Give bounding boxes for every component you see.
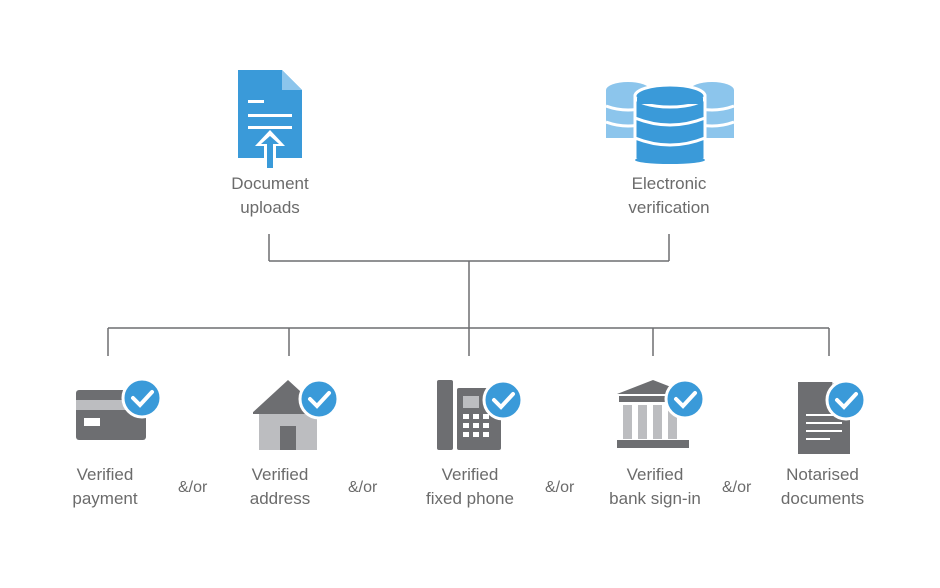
verified-fixed-phone-line2: fixed phone <box>426 489 514 508</box>
verified-bank-sign-in-line2: bank sign-in <box>609 489 701 508</box>
notarised-documents-line1: Notarised <box>786 465 859 484</box>
document-uploads-label: Document uploads <box>195 172 345 220</box>
house-check-icon <box>253 378 339 450</box>
notarised-documents-label: Notarised documents <box>750 463 895 511</box>
bank-check-icon <box>617 378 706 448</box>
verified-fixed-phone-label: Verified fixed phone <box>395 463 545 511</box>
database-icon <box>606 82 734 164</box>
credit-card-check-icon <box>76 378 162 440</box>
desk-phone-check-icon <box>437 379 524 450</box>
electronic-verification-label: Electronic verification <box>594 172 744 220</box>
notarised-documents-line2: documents <box>780 489 865 508</box>
verified-bank-sign-in-line1: Verified <box>626 465 684 484</box>
verified-payment-line2: payment <box>72 489 138 508</box>
verified-payment-line1: Verified <box>76 465 134 484</box>
verified-address-line1: Verified <box>251 465 309 484</box>
verified-payment-label: Verified payment <box>35 463 175 511</box>
document-uploads-line2: uploads <box>240 198 300 217</box>
and-or-separator: &/or <box>348 479 378 496</box>
verified-bank-sign-in-label: Verified bank sign-in <box>580 463 730 511</box>
and-or-separator: &/or <box>178 479 208 496</box>
and-or-separator: &/or <box>545 479 575 496</box>
and-or-separator: &/or <box>722 479 752 496</box>
verified-fixed-phone-line1: Verified <box>441 465 499 484</box>
electronic-verification-line1: Electronic <box>631 174 707 193</box>
document-upload-icon <box>238 70 302 168</box>
verified-address-label: Verified address <box>210 463 350 511</box>
electronic-verification-line2: verification <box>628 198 710 217</box>
verified-address-line2: address <box>249 489 311 508</box>
document-uploads-line1: Document <box>231 174 309 193</box>
document-check-icon <box>798 379 867 454</box>
